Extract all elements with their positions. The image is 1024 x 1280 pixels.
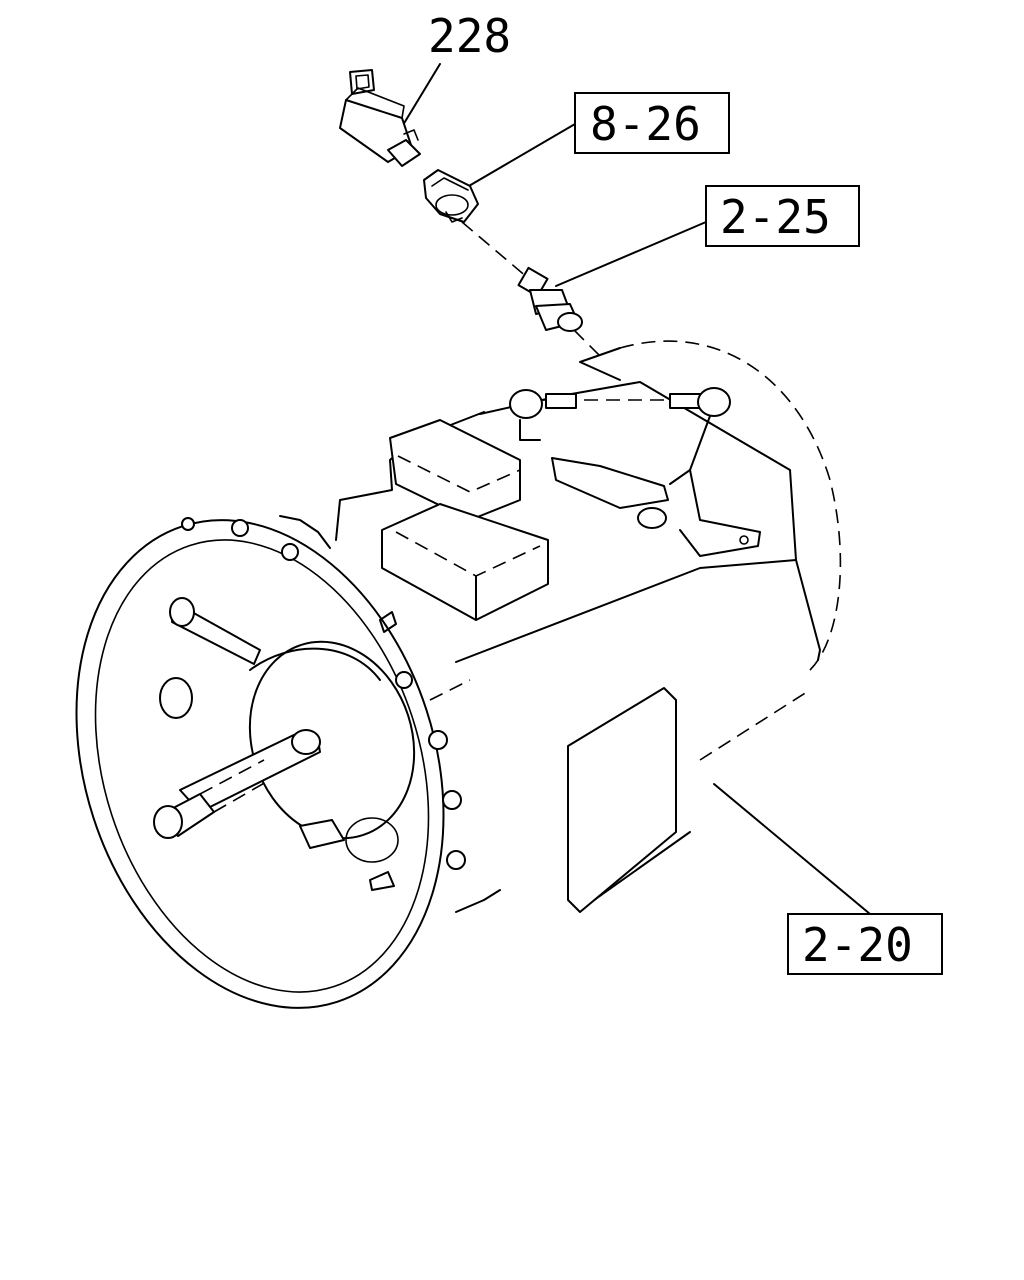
callout-2-25[interactable]: 2-25 xyxy=(555,185,860,287)
callout-2-20-box xyxy=(787,913,943,975)
callout-228-leader xyxy=(399,63,441,131)
transmission-2-20 xyxy=(75,340,842,1009)
callout-2-25-leader xyxy=(555,221,707,287)
callout-8-26-text: 8-26 xyxy=(590,97,701,151)
callout-8-26[interactable]: 8-26 xyxy=(461,92,730,191)
axis-line-upper xyxy=(461,221,529,279)
connector-228 xyxy=(339,69,421,167)
callout-228-text: 228 xyxy=(428,9,511,63)
callout-8-26-leader xyxy=(461,123,576,191)
sensor-8-26 xyxy=(423,169,479,223)
switch-2-25 xyxy=(517,266,583,332)
axis-line-lower xyxy=(573,329,601,357)
callout-2-20-text: 2-20 xyxy=(802,918,913,972)
callout-228[interactable]: 228 xyxy=(399,9,511,131)
callout-2-20-leader xyxy=(713,783,871,915)
callout-2-25-text: 2-25 xyxy=(720,190,831,244)
callout-2-25-box xyxy=(705,185,860,247)
callout-2-20[interactable]: 2-20 xyxy=(713,783,943,975)
callout-8-26-box xyxy=(574,92,730,154)
